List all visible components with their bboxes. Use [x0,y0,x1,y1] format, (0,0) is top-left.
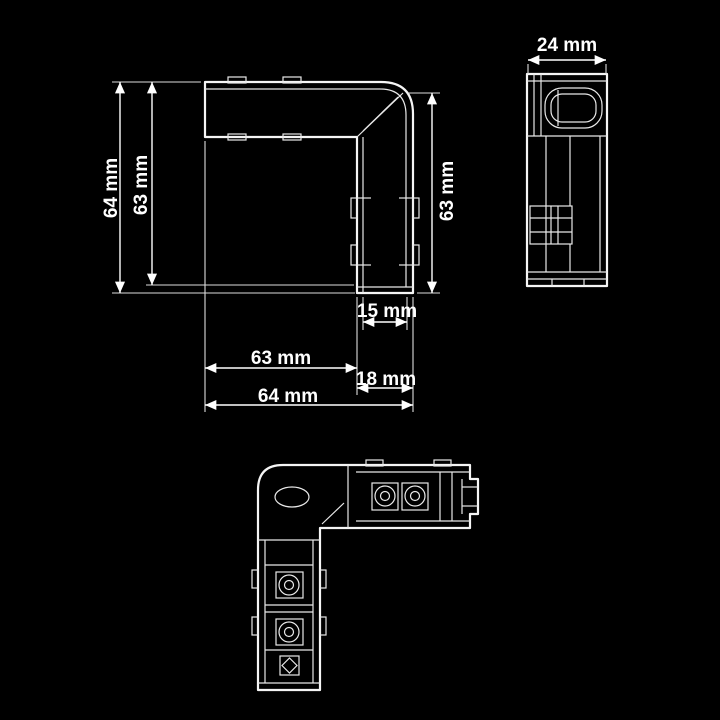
screw-hole [374,485,396,507]
screw-hole [278,574,300,596]
screw-hole [278,621,300,643]
corner-slot-hole [274,486,310,508]
screw-boss-frame [275,571,304,599]
end-socket [279,655,300,676]
bottom-view [251,459,480,692]
clip-tab [412,244,420,266]
side-view-dimensions: 24 mm [527,35,607,74]
screw-boss-frame [275,618,304,646]
front-view [203,76,420,295]
dim-label-arm-height: 63 mm [437,161,458,221]
clip-tab [251,616,259,636]
clip-tab [365,459,384,467]
clip-tab [319,616,327,636]
clip-tab [282,76,302,84]
clip-tab [227,133,247,141]
clip-tab [433,459,452,467]
dim-label-side-width: 24 mm [537,35,597,56]
clip-tab [350,197,358,219]
screw-hole [404,485,426,507]
end-socket-diamond [281,657,298,674]
front-view-dimensions: 64 mm 63 mm 63 mm 15 mm 63 mm 18 mm 64 m… [101,81,458,412]
clip-tab [251,569,259,589]
screw-boss-frame [371,482,399,511]
dim-label-width-inner: 63 mm [251,348,311,369]
dim-label-height-inner: 63 mm [131,155,152,215]
clip-tab [319,569,327,589]
dim-label-arm-width-inner: 15 mm [357,301,417,322]
side-view [525,72,609,288]
dim-label-width-outer: 64 mm [258,386,318,407]
clip-tab [282,133,302,141]
dim-label-height-outer: 64 mm [101,158,122,218]
clip-tab [412,197,420,219]
screw-boss-frame [401,482,429,511]
clip-tab [350,244,358,266]
dim-label-arm-width-outer: 18 mm [356,369,416,390]
clip-tab [227,76,247,84]
